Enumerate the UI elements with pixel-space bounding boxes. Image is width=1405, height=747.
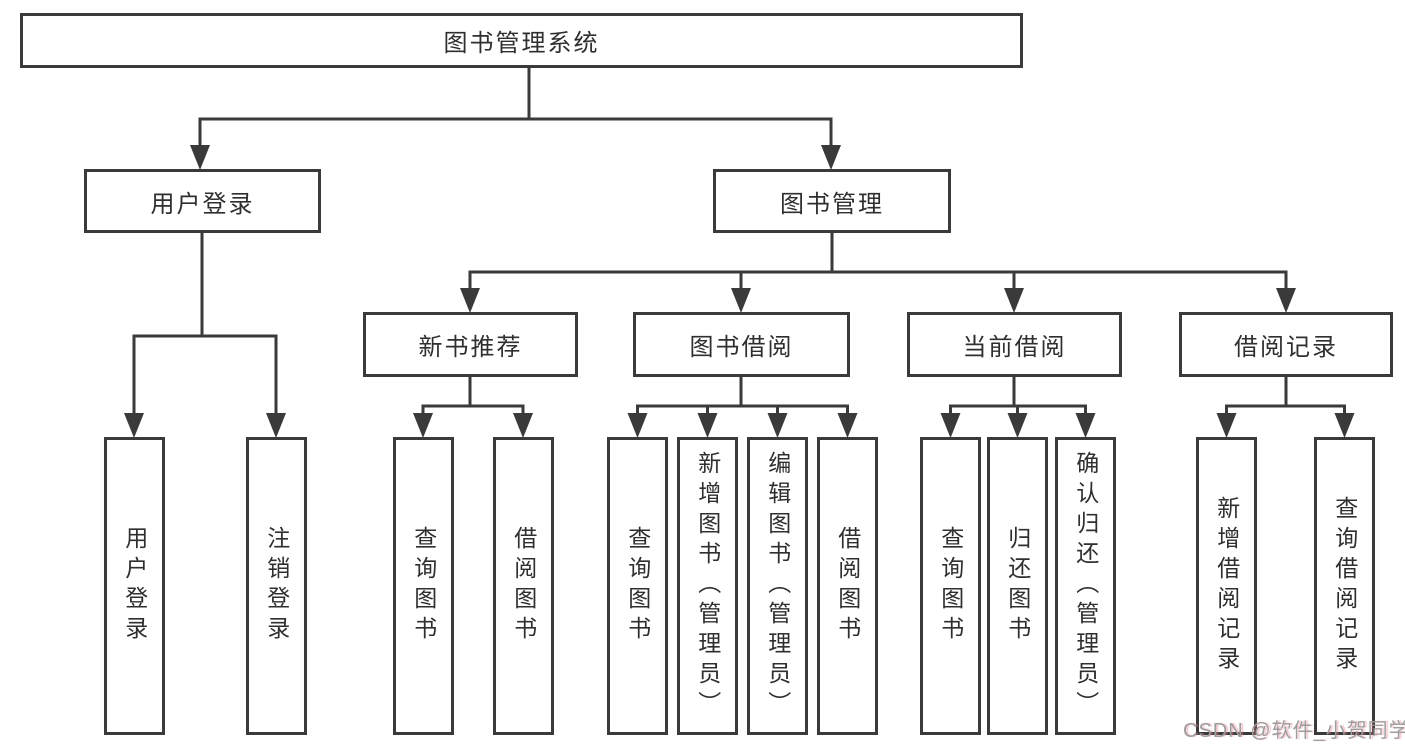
leaf-records-query-record-label: 查询借阅记录 [1331,496,1358,676]
leaf-newbook-borrow-book: 借阅图书 [493,437,554,735]
leaf-records-query-record: 查询借阅记录 [1314,437,1375,735]
leaf-user-login-label: 用户登录 [121,526,148,646]
node-borrow-records: 借阅记录 [1179,312,1393,377]
leaf-user-login: 用户登录 [104,437,165,735]
leaf-borrow-query-book-label: 查询图书 [624,526,651,646]
leaf-current-query-book-label: 查询图书 [937,526,964,646]
leaf-borrow-edit-book-admin-label: 编辑图书（管理员） [764,451,791,721]
leaf-logout: 注销登录 [246,437,307,735]
leaf-records-add-record-label: 新增借阅记录 [1213,496,1240,676]
node-root-system: 图书管理系统 [20,13,1023,68]
node-root-system-label: 图书管理系统 [443,30,600,57]
node-current-borrow: 当前借阅 [907,312,1122,377]
node-book-borrow: 图书借阅 [633,312,850,377]
node-new-book-recommend-label: 新书推荐 [418,334,523,361]
leaf-borrow-query-book: 查询图书 [607,437,668,735]
leaf-borrow-edit-book-admin: 编辑图书（管理员） [747,437,808,735]
leaf-borrow-add-book-admin-label: 新增图书（管理员） [694,451,721,721]
node-current-borrow-label: 当前借阅 [962,334,1067,361]
node-borrow-records-label: 借阅记录 [1234,334,1338,361]
leaf-current-query-book: 查询图书 [920,437,981,735]
node-user-login-label: 用户登录 [150,190,255,218]
leaf-borrow-add-book-admin: 新增图书（管理员） [677,437,738,735]
node-new-book-recommend: 新书推荐 [363,312,578,377]
leaf-newbook-query-book: 查询图书 [393,437,454,735]
leaf-current-confirm-return-admin-label: 确认归还（管理员） [1072,451,1099,721]
node-user-login: 用户登录 [84,169,321,233]
leaf-newbook-query-book-label: 查询图书 [410,526,437,646]
node-book-borrow-label: 图书借阅 [689,334,794,361]
csdn-watermark: CSDN @软件_小贺同学 [1183,720,1405,742]
leaf-newbook-borrow-book-label: 借阅图书 [510,526,537,646]
leaf-records-add-record: 新增借阅记录 [1196,437,1257,735]
node-book-management-label: 图书管理 [780,190,884,218]
leaf-current-confirm-return-admin: 确认归还（管理员） [1055,437,1116,735]
leaf-current-return-book: 归还图书 [987,437,1048,735]
leaf-logout-label: 注销登录 [263,526,290,646]
leaf-current-return-book-label: 归还图书 [1004,526,1031,646]
node-book-management: 图书管理 [713,169,951,233]
leaf-borrow-borrow-book: 借阅图书 [817,437,878,735]
leaf-borrow-borrow-book-label: 借阅图书 [834,526,861,646]
